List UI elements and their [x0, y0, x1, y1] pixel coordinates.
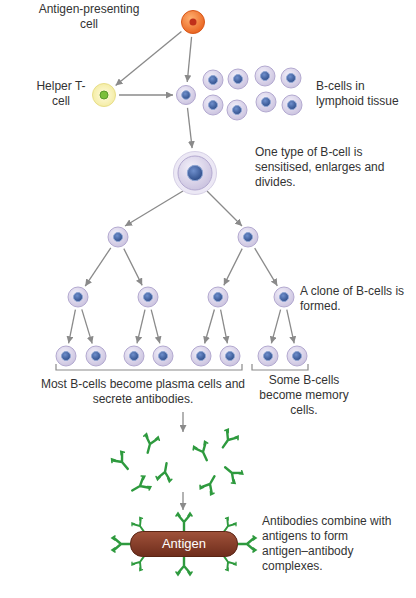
division-arrow — [69, 191, 295, 510]
antigen-body: Antigen — [130, 531, 238, 557]
connector-arrow — [116, 32, 182, 86]
connector-arrow — [187, 108, 192, 148]
plasma-note: Most B-cells become plasma cells and sec… — [40, 377, 246, 407]
node-outline — [92, 83, 116, 107]
node-outline — [181, 10, 205, 34]
antibody — [110, 428, 256, 575]
node-text: Antigen — [130, 531, 238, 557]
cell-label: Helper T-cell — [36, 79, 86, 109]
node-outline — [176, 85, 196, 105]
antigen-presenting-cell: Antigen-presenting cell — [181, 10, 205, 34]
cell-label: One type of B-cell is sensitised, enlarg… — [255, 145, 387, 190]
connector-arrow — [119, 94, 173, 95]
memory-note: Some B-cells become memory cells. — [258, 373, 350, 418]
b-cell-group — [56, 66, 307, 366]
connector-arrow — [187, 37, 191, 82]
helper-t-cell: Helper T-cell — [92, 83, 116, 107]
b-cell: B-cells in lymphoid tissue — [176, 85, 196, 105]
cell-label: Antigen-presenting cell — [30, 2, 148, 32]
node-outline — [173, 151, 217, 195]
complex-note: Antibodies combine with antigens to form… — [262, 514, 396, 574]
cell-label: B-cells in lymphoid tissue — [316, 79, 416, 109]
sensitised-b-cell: One type of B-cell is sensitised, enlarg… — [173, 151, 217, 195]
clone-note: A clone of B-cells is formed. — [300, 284, 410, 314]
